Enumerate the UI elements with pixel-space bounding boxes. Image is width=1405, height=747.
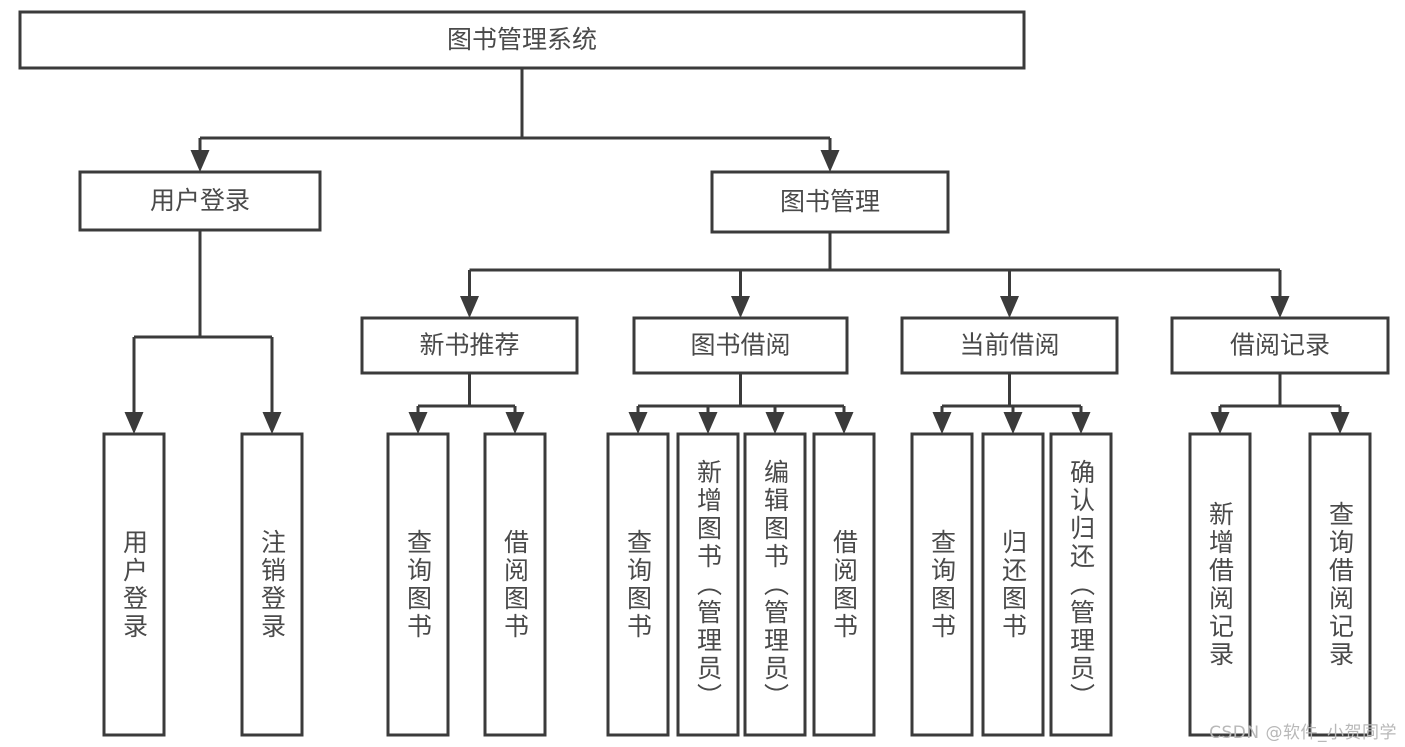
node-box-leaf_7[interactable] [812, 432, 876, 737]
arrow-head-icon [408, 412, 428, 434]
arrow-head-icon [628, 412, 648, 434]
node-label-l2_2: 当前借阅 [959, 331, 1059, 360]
watermark-text: CSDN @软件_小贺同学 [1209, 723, 1397, 743]
node-box-root[interactable] [18, 10, 1026, 70]
node-label-l2_1: 图书借阅 [690, 331, 790, 360]
node-box-leaf_0[interactable] [102, 432, 166, 737]
node-box-l2_2[interactable] [900, 316, 1119, 375]
node-box-l2_3[interactable] [1170, 316, 1390, 375]
arrow-head-icon [1000, 296, 1019, 318]
arrow-head-icon [765, 412, 785, 434]
arrow-head-icon [124, 412, 144, 434]
arrow-head-icon [1270, 296, 1290, 318]
node-box-l1_1[interactable] [710, 170, 950, 234]
connector-group-l1_0 [124, 230, 282, 434]
connector-layer [124, 68, 1350, 434]
arrow-head-icon [1330, 412, 1350, 434]
connector-group-root [190, 68, 840, 172]
node-box-layer [18, 10, 1390, 737]
connector-group-l2_1 [628, 373, 854, 434]
node-box-l2_0[interactable] [360, 316, 579, 375]
arrow-head-icon [834, 412, 854, 434]
node-box-leaf_3[interactable] [483, 432, 547, 737]
node-label-root: 图书管理系统 [447, 25, 597, 54]
arrow-head-icon [505, 412, 525, 434]
node-box-l1_0[interactable] [78, 170, 322, 232]
connector-group-l2_0 [408, 373, 525, 434]
arrow-head-icon [1003, 412, 1023, 434]
node-label-l2_3: 借阅记录 [1230, 331, 1330, 360]
node-box-leaf_11[interactable] [1188, 432, 1252, 737]
node-box-leaf_10[interactable] [1049, 432, 1113, 737]
node-box-leaf_1[interactable] [240, 432, 304, 737]
node-box-leaf_2[interactable] [386, 432, 450, 737]
node-box-leaf_8[interactable] [910, 432, 974, 737]
node-box-leaf_5[interactable] [676, 432, 740, 737]
node-label-l1_0: 用户登录 [150, 186, 250, 215]
arrow-head-icon [1210, 412, 1230, 434]
node-box-leaf_4[interactable] [606, 432, 670, 737]
arrow-head-icon [698, 412, 718, 434]
node-label-l1_1: 图书管理 [780, 187, 880, 216]
arrow-head-icon [820, 150, 840, 172]
arrow-head-icon [731, 296, 750, 318]
arrow-head-icon [932, 412, 952, 434]
node-box-l2_1[interactable] [632, 316, 849, 375]
arrow-head-icon [190, 150, 210, 172]
node-box-leaf_9[interactable] [981, 432, 1045, 737]
node-box-leaf_6[interactable] [743, 432, 807, 737]
connector-group-l1_1 [460, 232, 1290, 318]
arrow-head-icon [262, 412, 282, 434]
node-label-l2_0: 新书推荐 [419, 331, 519, 360]
arrow-head-icon [460, 296, 479, 318]
node-box-leaf_12[interactable] [1308, 432, 1372, 737]
arrow-head-icon [1071, 412, 1091, 434]
connector-group-l2_3 [1210, 373, 1350, 434]
connector-group-l2_2 [932, 373, 1091, 434]
